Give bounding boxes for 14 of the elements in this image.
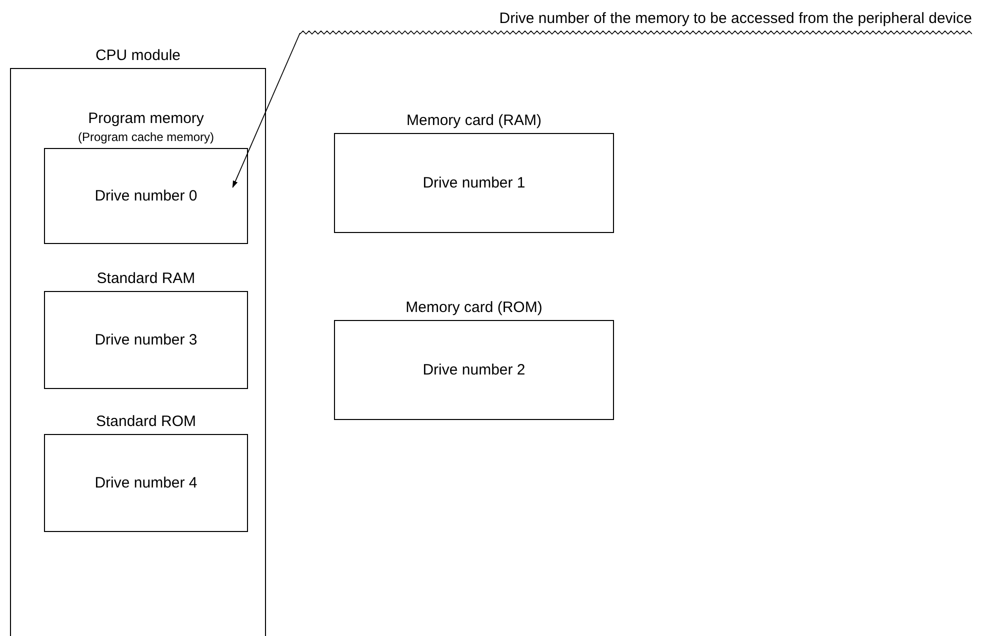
drive-number-label: Drive number 2: [422, 362, 526, 378]
memory-title: Program memory: [87, 110, 205, 127]
drive-number-label: Drive number 4: [94, 474, 198, 492]
memory-title: Standard ROM: [94, 413, 198, 430]
memory-title: Memory card (ROM): [404, 299, 544, 316]
drive-number-label: Drive number 3: [94, 332, 198, 348]
callout-text: Drive number of the memory to be accessed from the peripheral device: [499, 10, 972, 27]
memory-title: Standard RAM: [96, 270, 196, 287]
drive-number-label: Drive number 1: [422, 174, 526, 192]
memory-subtitle: (Program cache memory): [76, 130, 216, 144]
memory-title: Memory card (RAM): [405, 112, 542, 129]
leader-line: [232, 32, 300, 188]
module-title: CPU module: [94, 47, 182, 64]
drive-number-label: Drive number 0: [94, 188, 198, 204]
